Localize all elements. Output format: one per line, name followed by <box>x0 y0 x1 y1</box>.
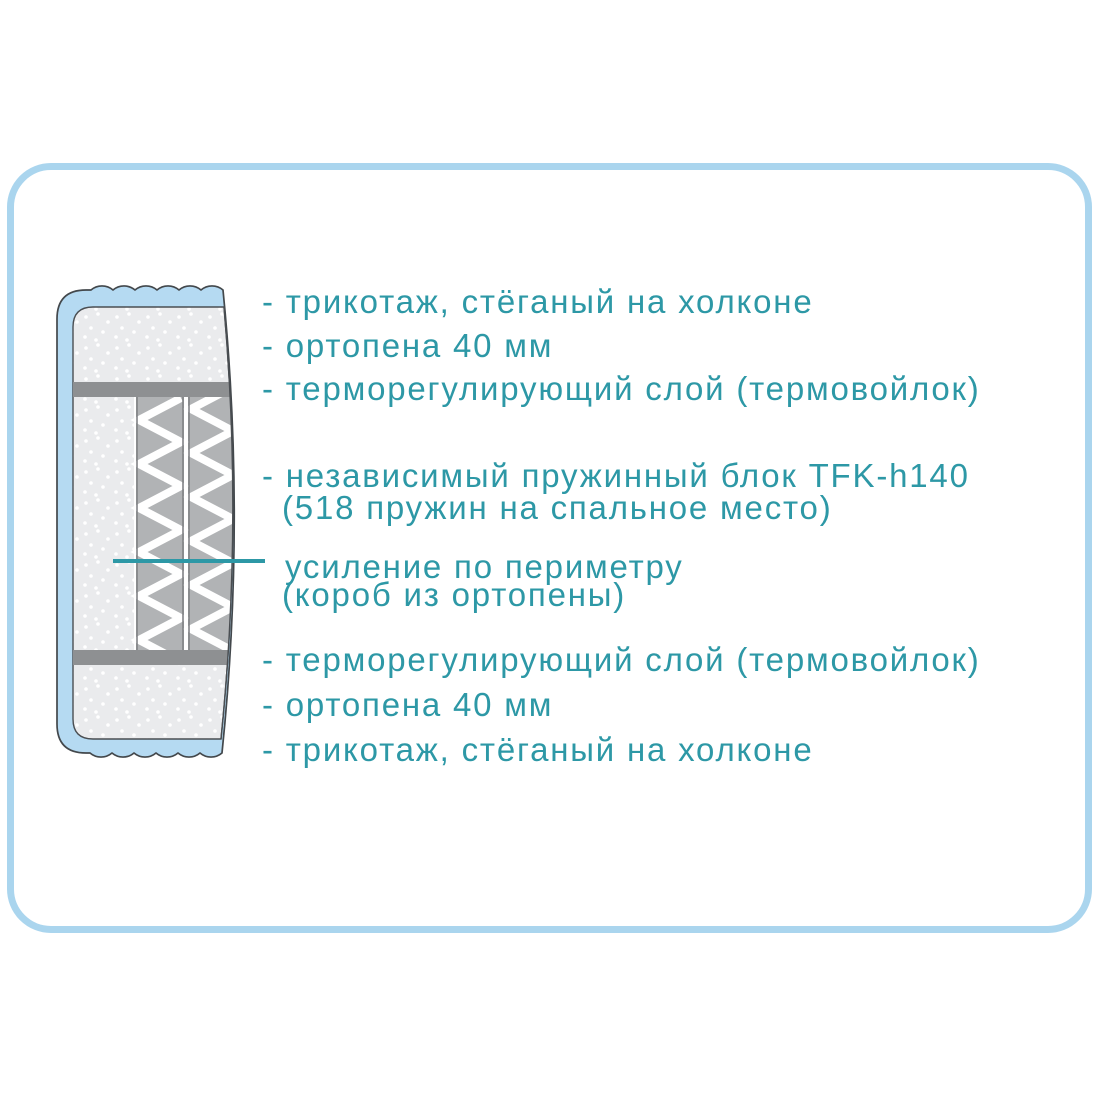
label-perimeter-line2: (короб из ортопены) <box>282 576 627 613</box>
label-knit-quilted-top: - трикотаж, стёганый на холконе <box>262 283 814 320</box>
cut-edge <box>220 306 234 740</box>
mattress-cross-section-diagram <box>56 285 236 758</box>
label-spring-block-line1: - независимый пружинный блок TFK-h140 <box>262 457 970 494</box>
label-orthofoam-top: - ортопена 40 мм <box>262 327 554 364</box>
label-knit-quilted-bottom: - трикотаж, стёганый на холконе <box>262 731 814 768</box>
label-thermal-layer-bottom: - терморегулирующий слой (термовойлок) <box>262 641 981 678</box>
perimeter-callout-line <box>113 559 265 563</box>
label-orthofoam-bottom: - ортопена 40 мм <box>262 686 554 723</box>
label-thermal-layer-top: - терморегулирующий слой (термовойлок) <box>262 370 981 407</box>
label-spring-block-line2: (518 пружин на спальное место) <box>282 489 833 526</box>
thermal-bar-top <box>73 382 233 397</box>
spring-coil-1 <box>130 394 190 666</box>
thermal-bar-bottom <box>73 650 233 665</box>
label-perimeter-line1: усиление по периметру <box>285 548 684 585</box>
